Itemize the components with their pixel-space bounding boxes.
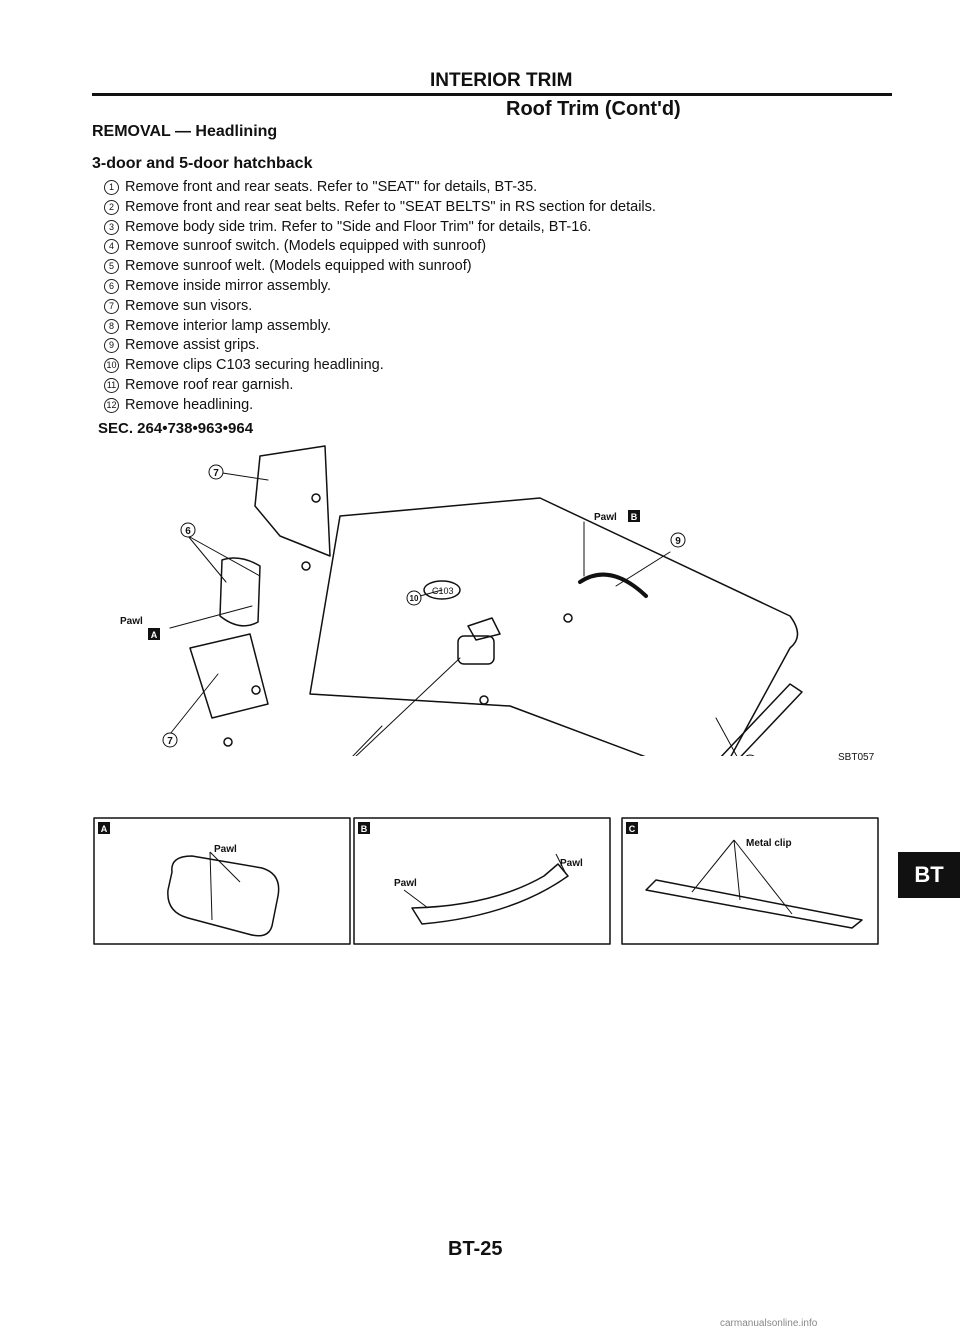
step-text: Remove sunroof welt. (Models equipped wi… (125, 258, 472, 275)
step-text: Remove assist grips. (125, 337, 260, 354)
step-number: 10 (104, 358, 119, 374)
footer-watermark: carmanualsonline.info (720, 1318, 818, 1329)
screw (251, 685, 261, 695)
step-number: 5 (104, 259, 119, 275)
step-item: 6 Remove inside mirror assembly. (104, 277, 656, 297)
inset-a-frame (93, 817, 351, 945)
step-text: Remove front and rear seat belts. Refer … (125, 198, 656, 215)
step-text: Remove body side trim. Refer to "Side an… (125, 218, 592, 235)
inset-c-metal-clip-label: Metal clip (746, 838, 792, 849)
page-header-subtitle: Roof Trim (Cont'd) (506, 98, 681, 120)
inset-b-pawl-label-1: Pawl (394, 878, 417, 889)
step-number: 6 (104, 278, 119, 294)
clip-c103 (423, 580, 461, 600)
step-text: Remove interior lamp assembly. (125, 317, 332, 334)
callout-10: 10 (410, 594, 419, 603)
inset-a-mirror (167, 855, 280, 937)
step-item: 11 Remove roof rear garnish. (104, 376, 656, 396)
section-subtitle: 3-door and 5-door hatchback (92, 155, 313, 172)
inset-a-letter: A (101, 824, 108, 834)
step-text: Remove roof rear garnish. (125, 376, 294, 393)
label-pawl-b-letter: B (631, 512, 638, 522)
step-item: 4 Remove sunroof switch. (Models equipped… (104, 237, 656, 257)
page-number: BT-25 (448, 1238, 503, 1260)
step-item: 5 Remove sunroof welt. (Models equipped w… (104, 257, 656, 277)
screw (311, 493, 321, 503)
inset-b-letter: B (361, 824, 368, 834)
step-item: 9 Remove assist grips. (104, 336, 656, 356)
label-clip-code: C103 (432, 586, 454, 596)
inset-b-pawl-label-2: Pawl (560, 858, 583, 869)
label-pawl-a: Pawl (120, 616, 143, 627)
step-number: 7 (104, 298, 119, 314)
step-item: 10 Remove clips C103 securing headlining. (104, 356, 656, 376)
inset-c-letter: C (629, 824, 636, 834)
inside-mirror (219, 557, 261, 627)
section-side-tab: BT (898, 852, 960, 898)
inset-c-frame (621, 817, 879, 945)
figure-code: SBT057 (838, 752, 875, 763)
step-item: 7 Remove sun visors. (104, 297, 656, 317)
step-item: 12 Remove headlining. (104, 396, 656, 416)
interior-lamp-lens (467, 617, 501, 641)
step-item: 2 Remove front and rear seat belts. Refer… (104, 198, 656, 218)
callout-9: 9 (675, 536, 681, 547)
step-number: 2 (104, 199, 119, 215)
page-header-title: INTERIOR TRIM (430, 70, 573, 91)
step-text: Remove sun visors. (125, 297, 253, 314)
step-text: Remove headlining. (125, 396, 254, 413)
screw (301, 561, 311, 571)
step-number: 8 (104, 318, 119, 334)
inset-b-frame (353, 817, 611, 945)
step-item: 3 Remove body side trim. Refer to "Side a… (104, 218, 656, 238)
step-number: 3 (104, 219, 119, 235)
assist-grip (578, 572, 648, 598)
sun-visor-lower (189, 633, 269, 719)
callout-7-lower: 7 (167, 736, 173, 747)
callout-7-upper: 7 (213, 468, 219, 479)
step-number: 9 (104, 338, 119, 354)
headlining-exploded-diagram: 7 6 7 8 9 10 11 12 C103 Pawl A Pawl B Me… (120, 445, 803, 756)
header-rule (92, 93, 892, 96)
step-text: Remove front and rear seats. Refer to "S… (125, 179, 538, 195)
headlining-front-edge (309, 693, 645, 756)
callout-6: 6 (185, 526, 191, 537)
inset-c-strip (645, 879, 863, 929)
step-number: 12 (104, 397, 119, 413)
roof-rear-garnish (720, 683, 803, 756)
sun-visor-upper (254, 445, 331, 557)
step-number: 1 (104, 180, 119, 195)
removal-steps-list: 1 Remove front and rear seats. Refer to "… (104, 178, 656, 416)
section-code: SEC. 264•738•963•964 (98, 420, 254, 437)
inset-b-grip (411, 863, 569, 925)
step-item: 1 Remove front and rear seats. Refer to "… (104, 178, 656, 198)
step-text: Remove inside mirror assembly. (125, 277, 332, 294)
label-pawl-a-letter: A (151, 630, 158, 640)
screw (223, 737, 233, 747)
headlining-panel (309, 497, 799, 756)
inset-a-pawl-label: Pawl (214, 844, 237, 855)
step-number: 4 (104, 239, 119, 255)
screw (479, 695, 489, 705)
inset-details: A B C Pawl Pawl Pawl Metal clip (93, 817, 879, 945)
section-title: REMOVAL — Headlining (92, 123, 278, 140)
label-pawl-b: Pawl (594, 512, 617, 523)
step-text: Remove clips C103 securing headlining. (125, 357, 384, 374)
step-item: 8 Remove interior lamp assembly. (104, 317, 656, 337)
interior-lamp (457, 635, 495, 665)
step-number: 11 (104, 377, 119, 393)
step-text: Remove sunroof switch. (Models equipped … (125, 238, 487, 255)
screw (563, 613, 573, 623)
